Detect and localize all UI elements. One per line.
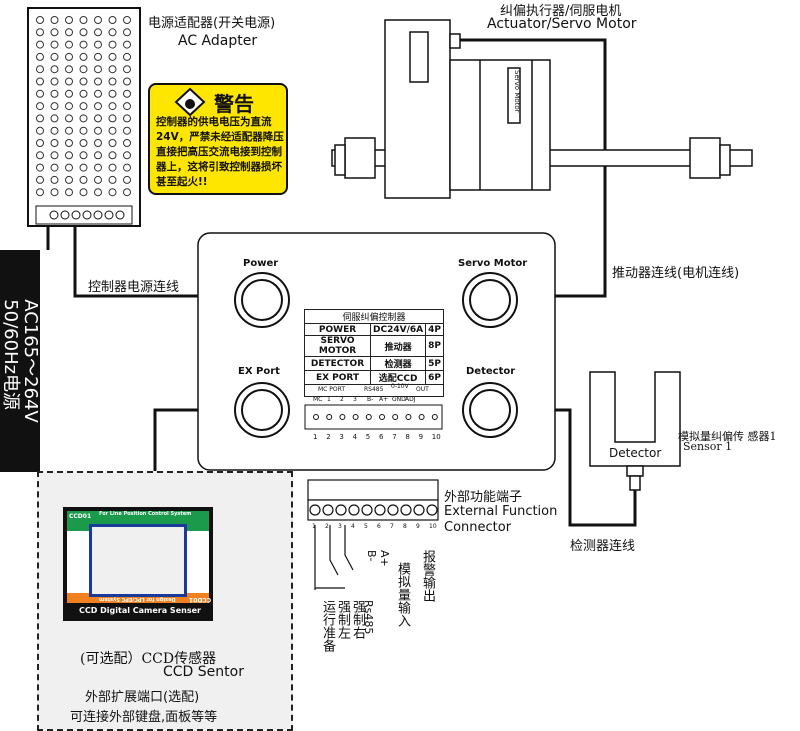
ext-terminal-number: 9	[416, 523, 420, 530]
table-title: 伺服纠偏控制器	[304, 309, 444, 324]
table-cell: 推动器	[370, 335, 427, 357]
servo-wire	[460, 38, 607, 298]
ccd-caption: CCD Digital Camera Senser	[79, 606, 201, 615]
terminal-number: 7	[392, 433, 397, 441]
ext-terminal-number: 1	[312, 523, 316, 530]
table-cell: 4P	[425, 323, 444, 336]
ext-terminal-number: 10	[429, 523, 437, 530]
out-label: OUT	[416, 386, 429, 393]
ext-label-right: 强制右	[350, 600, 365, 639]
ext-terminal-number: 3	[338, 523, 342, 530]
terminal-number: 5	[365, 433, 371, 441]
servo-motor-label: Servo Motor	[513, 70, 521, 113]
warning-heading: 警告	[214, 92, 254, 116]
ccd-title-cn: (可选配）CCD传感器	[80, 651, 217, 667]
table-cell: 6P	[425, 370, 444, 385]
terminal-number: 10	[431, 433, 441, 441]
ext-terminal-number: 7	[390, 523, 394, 530]
ac-voltage: AC165～264V	[20, 299, 41, 423]
table-cell: 5P	[425, 356, 444, 371]
ext-label-aplus: A+	[378, 550, 391, 567]
ccd-top-bar: For Line Position Control System	[99, 511, 192, 517]
table-cell: DC24V/6A	[370, 323, 427, 336]
actuator-title-cn: 纠偏执行器/伺服电机	[500, 4, 622, 19]
power-wire-label: 控制器电源连线	[88, 280, 180, 295]
ext-label-rs485: Rs485	[362, 600, 375, 635]
port-label-detector: Detector	[466, 366, 516, 377]
detector-wire-label: 检测器连线	[570, 539, 636, 554]
external-terminal-block	[307, 479, 439, 590]
ext-label-analog: 模拟量输入	[395, 562, 410, 627]
ccd-bottom-right: CCD01	[189, 596, 212, 603]
terminal-sub-label: A+	[379, 396, 389, 403]
ext-label-left: 强制左	[335, 600, 350, 639]
adapter-title-en: AC Adapter	[178, 33, 258, 49]
actuator	[331, 19, 753, 199]
terminal-sub-label: 1	[327, 396, 331, 403]
terminal-number: 6	[379, 433, 384, 441]
ext-label-bminus: B-	[365, 550, 378, 562]
rs485-label: RS485	[364, 386, 384, 393]
terminal-number: 1	[313, 433, 318, 441]
terminal-number: 2	[326, 433, 331, 441]
table-cell: 检测器	[370, 356, 427, 371]
terminal-number: 9	[418, 433, 424, 441]
ccd-title-en: CCD Sentor	[163, 664, 244, 680]
port-label-power: Power	[243, 258, 279, 269]
warning-text: 控制器的供电电压为直流24V，严禁未经适配器降压直接把高压交流电接到控制器上，这…	[156, 116, 284, 188]
analog-label: 0-10V	[391, 383, 409, 390]
ccd-bottom-bar: Design for LPC/EPC System	[99, 596, 176, 602]
table-cell: SERVO MOTOR	[303, 335, 372, 357]
ext-terminal-number: 2	[325, 523, 329, 530]
ccd-note-2: 可连接外部键盘,面板等等	[70, 710, 218, 725]
external-title-cn: 外部功能端子	[444, 490, 523, 505]
terminal-number: 3	[339, 433, 344, 441]
terminal-sub-label: 2	[340, 396, 344, 403]
terminal-sub-label: ADJ	[405, 396, 416, 403]
ext-terminal-number: 4	[351, 523, 355, 530]
external-title-en-2: Connector	[444, 520, 512, 535]
ext-terminal-number: 8	[403, 523, 407, 530]
sensor-title-en: Sensor 1	[683, 440, 733, 453]
flammable-warning-icon	[174, 87, 206, 117]
mc-port-label: MC PORT	[318, 386, 346, 393]
terminal-sub-label: 3	[353, 396, 357, 403]
ext-terminal-number: 5	[364, 523, 368, 530]
table-cell: 8P	[425, 335, 444, 357]
external-title-en-1: External Function	[444, 504, 558, 519]
sensor-label: Detector	[609, 446, 662, 460]
ccd-top-left: CCD01	[69, 513, 92, 520]
terminal-sub-label: GND	[392, 396, 406, 403]
adapter-title-cn: 电源适配器(开关电源)	[148, 16, 276, 31]
port-label-servo: Servo Motor	[458, 258, 528, 269]
ccd-camera: CCD01 For Line Position Control System D…	[63, 507, 213, 607]
port-label-ex: EX Port	[238, 366, 280, 377]
terminal-number: 8	[405, 433, 410, 441]
ext-label-alarm: 报警输出	[420, 550, 435, 602]
table-cell: EX PORT	[303, 370, 372, 385]
detector-sensor	[589, 371, 681, 491]
terminal-number: 4	[352, 433, 358, 441]
servo-wire-label: 推动器连线(电机连线)	[612, 266, 740, 281]
terminal-sub-label: MC	[313, 396, 323, 403]
ac-frequency: 50/60Hz电源	[0, 299, 21, 411]
terminal-sub-label: B-	[367, 396, 374, 403]
sensor-title-cn: 模拟量纠偏传 感器1	[678, 430, 777, 443]
ac-adapter	[27, 7, 141, 227]
actuator-title-en: Actuator/Servo Motor	[487, 16, 637, 32]
table-cell: POWER	[303, 323, 372, 336]
ccd-note-1: 外部扩展端口(选配)	[85, 690, 200, 705]
power-wire	[73, 226, 235, 298]
table-cell: DETECTOR	[303, 356, 372, 371]
ext-label-run: 运行准备	[320, 600, 335, 652]
warning-box: 警告 控制器的供电电压为直流24V，严禁未经适配器降压直接把高压交流电接到控制器…	[148, 83, 288, 195]
ext-terminal-number: 6	[377, 523, 381, 530]
